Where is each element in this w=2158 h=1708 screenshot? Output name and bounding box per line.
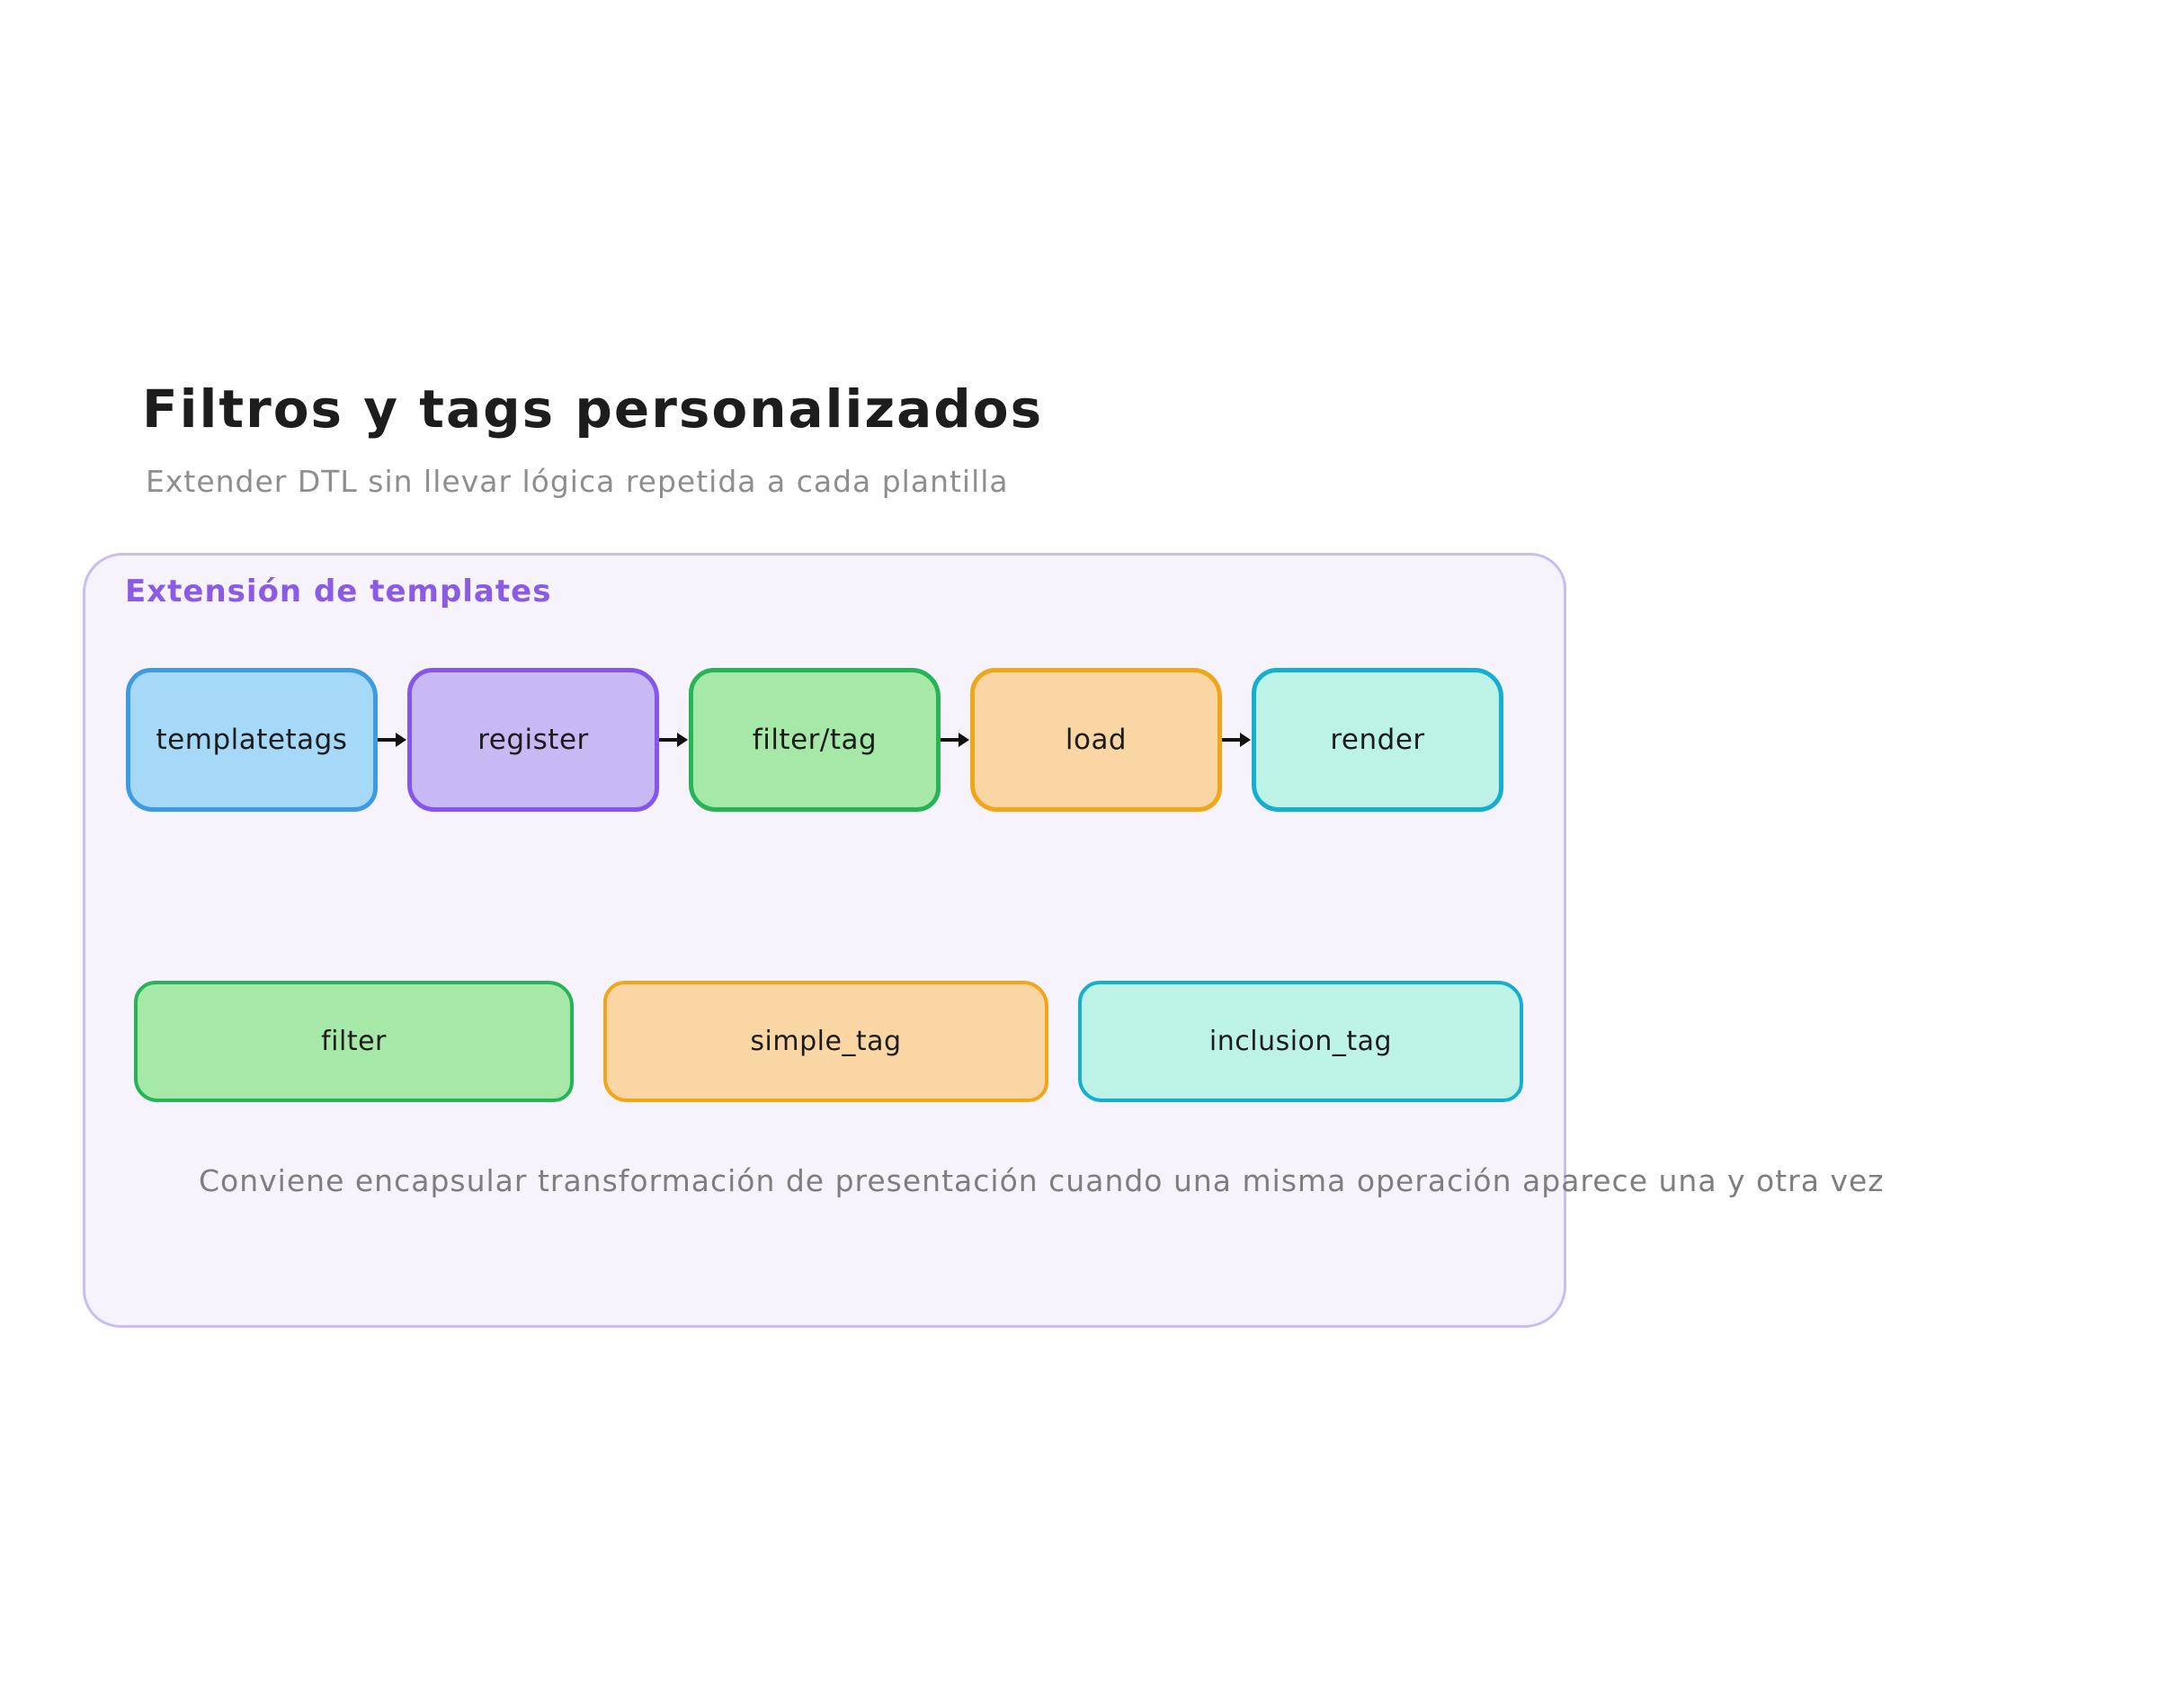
flow-node-label: register [477,724,589,756]
arrow-right-icon [659,733,688,747]
panel-note: Conviene encapsular transformación de pr… [199,1163,1885,1198]
templates-panel: Extensión de templates templatetags regi… [83,553,1884,1328]
type-box-label: filter [321,1026,387,1057]
flow-node-label: load [1065,724,1128,756]
flow-node-load: load [970,668,1222,812]
type-box-filter: filter [134,981,574,1102]
type-box-simple-tag: simple_tag [603,981,1048,1102]
flow-node-label: templatetags [156,724,348,756]
arrow-right-icon [1222,733,1251,747]
page-subtitle: Extender DTL sin llevar lógica repetida … [146,464,1009,499]
arrow-right-icon [941,733,969,747]
flow-node-label: render [1330,724,1425,756]
type-box-label: simple_tag [750,1026,902,1057]
flow-node-register: register [407,668,659,812]
flow-node-label: filter/tag [752,724,878,756]
arrow-right-icon [378,733,406,747]
flow-node-render: render [1252,668,1503,812]
flow-row: templatetags register filter/tag [126,668,1503,812]
page-title: Filtros y tags personalizados [142,378,1044,440]
type-box-label: inclusion_tag [1208,1026,1393,1057]
panel-title: Extensión de templates [125,574,552,609]
flow-node-filter-tag: filter/tag [689,668,941,812]
type-box-inclusion-tag: inclusion_tag [1078,981,1523,1102]
flow-node-templatetags: templatetags [126,668,378,812]
